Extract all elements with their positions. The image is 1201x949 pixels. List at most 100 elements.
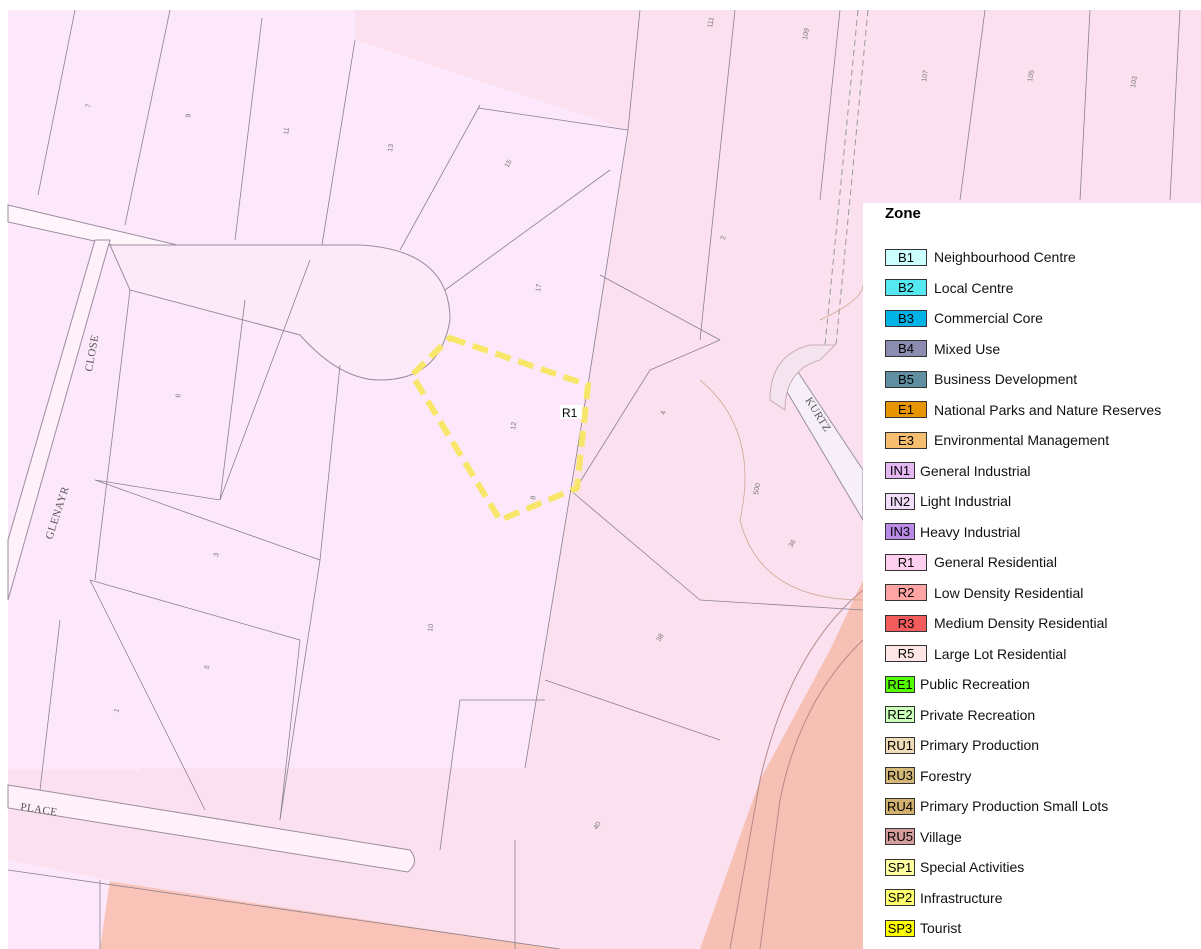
road-kurtz-curve xyxy=(769,344,836,411)
r2-zone-bottom-strip xyxy=(8,860,110,949)
legend-swatch: SP2 xyxy=(885,889,915,906)
legend-label: Forestry xyxy=(920,767,972,784)
lot-number: 6 xyxy=(175,393,183,398)
legend-label: Light Industrial xyxy=(920,493,1012,509)
legend-label: Mixed Use xyxy=(934,340,1001,357)
lot-number: 12 xyxy=(510,421,518,430)
lot-number: 15 xyxy=(504,159,514,169)
legend-item-r1: R1 General Residential xyxy=(885,552,1057,572)
legend-item-sp3: SP3 Tourist xyxy=(885,918,961,938)
legend-swatch: IN1 xyxy=(885,462,915,479)
legend-swatch: RU1 xyxy=(885,736,915,754)
legend-swatch: SP1 xyxy=(885,858,915,876)
legend-label: Low Density Residential xyxy=(934,584,1084,601)
legend-item-ru1: RU1 Primary Production xyxy=(885,735,1039,755)
legend-label: Heavy Industrial xyxy=(920,523,1021,540)
legend-item-b2: B2 Local Centre xyxy=(885,278,1013,298)
legend-label: Tourist xyxy=(920,920,962,936)
lot-number: 105 xyxy=(1027,70,1036,83)
legend-swatch: RU4 xyxy=(885,797,915,815)
legend-title: Zone xyxy=(885,205,921,222)
legend-swatch: B4 xyxy=(885,340,927,357)
lot-number: 103 xyxy=(1130,76,1139,89)
legend-label: Local Centre xyxy=(934,279,1014,296)
lot-number: 4 xyxy=(660,410,668,415)
street-label-place: PLACE xyxy=(20,801,59,819)
lot-number: 7 xyxy=(85,103,93,108)
legend-item-b4: B4 Mixed Use xyxy=(885,339,1000,359)
legend-swatch: RE2 xyxy=(885,706,915,723)
legend-swatch: B3 xyxy=(885,309,927,327)
legend-swatch: IN3 xyxy=(885,523,915,540)
legend-label: Neighbourhood Centre xyxy=(934,249,1076,265)
lot-number: 8 xyxy=(530,495,538,500)
legend-item-sp1: SP1 Special Activities xyxy=(885,857,1024,877)
legend-label: General Residential xyxy=(934,554,1057,570)
lot-boundaries xyxy=(7,9,1181,949)
legend-item-ru3: RU3 Forestry xyxy=(885,766,971,786)
legend-label: Private Recreation xyxy=(920,706,1036,723)
zone-tag-box xyxy=(560,405,582,419)
lot-number: 9 xyxy=(185,113,193,118)
legend-label: Special Activities xyxy=(920,859,1025,875)
road-cul-de-sac-head xyxy=(109,244,451,381)
legend-swatch: B2 xyxy=(885,279,927,296)
r2-zone-bottom-left xyxy=(100,880,560,949)
legend-swatch: SP3 xyxy=(885,919,915,937)
contour-line xyxy=(699,379,864,601)
legend-swatch: R3 xyxy=(885,614,927,632)
r2-zone-bottom-right xyxy=(700,580,863,949)
lot-number: 109 xyxy=(802,28,811,41)
legend-swatch: RE1 xyxy=(885,675,915,693)
legend-label: General Industrial xyxy=(920,462,1031,479)
road-dashed-lane xyxy=(824,9,869,346)
legend-swatch: R2 xyxy=(885,584,927,601)
lot-number: 107 xyxy=(921,70,930,83)
lot-number: 36 xyxy=(788,539,798,549)
legend-swatch: E3 xyxy=(885,431,927,449)
legend-item-e1: E1 National Parks and Nature Reserves xyxy=(885,400,1161,420)
lot-number: 1 xyxy=(113,708,121,714)
contour-line-2 xyxy=(819,284,864,321)
legend-label: National Parks and Nature Reserves xyxy=(934,401,1162,418)
legend-item-in1: IN1 General Industrial xyxy=(885,461,1031,481)
legend-swatch: RU3 xyxy=(885,767,915,784)
lot-number-labels: 7 9 11 13 15 17 2 4 6 8 3 5 1 10 12 36 3… xyxy=(85,17,1139,831)
legend-label: Large Lot Residential xyxy=(934,645,1067,662)
lot-number: 5 xyxy=(204,664,212,671)
legend-swatch: B5 xyxy=(885,370,927,388)
lot-number: 38 xyxy=(656,633,666,643)
legend-label: Village xyxy=(920,828,962,845)
legend-item-e3: E3 Environmental Management xyxy=(885,430,1109,450)
light-zone-area-west xyxy=(8,10,140,770)
legend-item-b5: B5 Business Development xyxy=(885,369,1077,389)
zone-tag-r1: R1 xyxy=(562,406,578,420)
legend-label: Primary Production xyxy=(920,737,1040,753)
legend-label: Public Recreation xyxy=(920,676,1030,692)
legend-label: Environmental Management xyxy=(934,432,1110,448)
lot-number: 2 xyxy=(720,235,728,240)
road-curve-bottom-right xyxy=(729,589,864,949)
legend-swatch: B1 xyxy=(885,248,927,266)
legend-label: Business Development xyxy=(934,371,1078,387)
legend-label: Commercial Core xyxy=(934,310,1043,326)
legend-swatch: R1 xyxy=(885,553,927,571)
legend-item-in3: IN3 Heavy Industrial xyxy=(885,522,1020,542)
subject-lot-outline[interactable] xyxy=(408,334,592,524)
lot-number: 111 xyxy=(707,17,716,29)
lot-number: 3 xyxy=(213,552,221,557)
legend-item-b1: B1 Neighbourhood Centre xyxy=(885,247,1076,267)
lot-number: 13 xyxy=(387,143,395,152)
lot-number: 11 xyxy=(283,127,291,135)
legend-swatch: R5 xyxy=(885,645,927,662)
lot-number: 10 xyxy=(427,623,435,632)
legend-swatch: E1 xyxy=(885,401,927,418)
lot-number: 40 xyxy=(593,821,603,831)
